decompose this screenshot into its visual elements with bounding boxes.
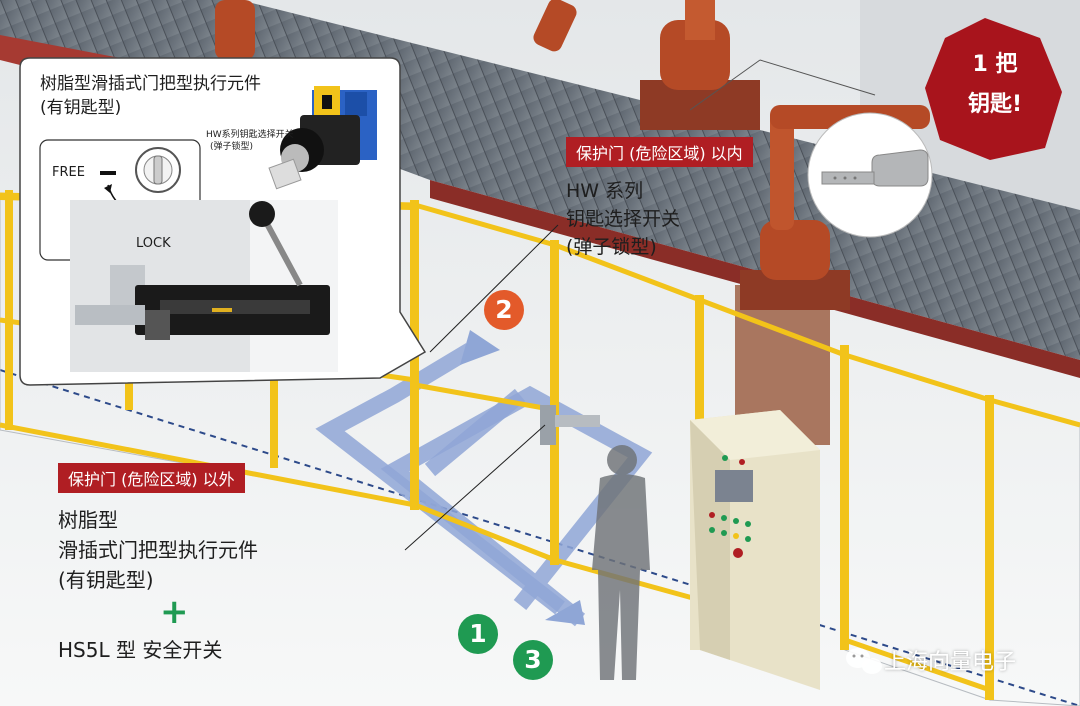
step-3-badge: 3 [513,640,553,680]
hw-callout-line1: HW 系列 [566,180,644,202]
badge-line1: 1 把 [972,52,1018,77]
robot-arm-center [640,0,760,130]
key-switch-icon [268,86,377,190]
hw-leader-line [429,224,559,353]
robot-arm-left [215,0,577,60]
lock-label: LOCK [136,236,171,251]
tag-outside-zone: 保护门 (危险区域) 以外 [58,463,245,493]
step-2-badge: 2 [484,290,524,330]
zone-boundary-line [0,369,1080,706]
inset-callout [19,57,427,386]
resin-callout-line1: 树脂型 [58,508,118,532]
resin-callout-line2: 滑插式门把型执行元件 [58,538,258,562]
key-icon [821,149,929,187]
wechat-icon [846,648,882,674]
step-1-badge: 1 [458,614,498,654]
hw-small-label-line2: (弹子锁型) [210,142,254,152]
key-callout [689,59,933,238]
one-key-badge [925,18,1062,160]
tag-inside-zone: 保护门 (危险区域) 以内 [566,137,753,167]
path-arrow-head-down [545,600,585,625]
door-handle-switch [540,405,556,445]
free-label: FREE [52,165,85,180]
hw-small-label-line1: HW系列钥匙选择开关 [206,130,294,140]
hw-callout-line3: (弹子锁型) [566,236,657,258]
operator-silhouette [592,445,650,680]
robot-arm-right [735,105,930,445]
resin-leader-line [404,424,546,551]
path-arrow-head-up [460,330,500,365]
resin-callout-line3: (有钥匙型) [58,568,154,592]
control-cabinet [690,410,820,690]
watermark-text: 上海向量电子 [884,650,1017,675]
badge-line2: 钥匙! [967,92,1023,117]
plus-sign: + [160,592,189,632]
inset-title-line2: (有钥匙型) [40,98,122,118]
inset-title-line1: 树脂型滑插式门把型执行元件 [40,74,261,94]
hw-callout-line2: 钥匙选择开关 [566,208,681,230]
resin-callout-line4: HS5L 型 安全开关 [58,638,223,662]
